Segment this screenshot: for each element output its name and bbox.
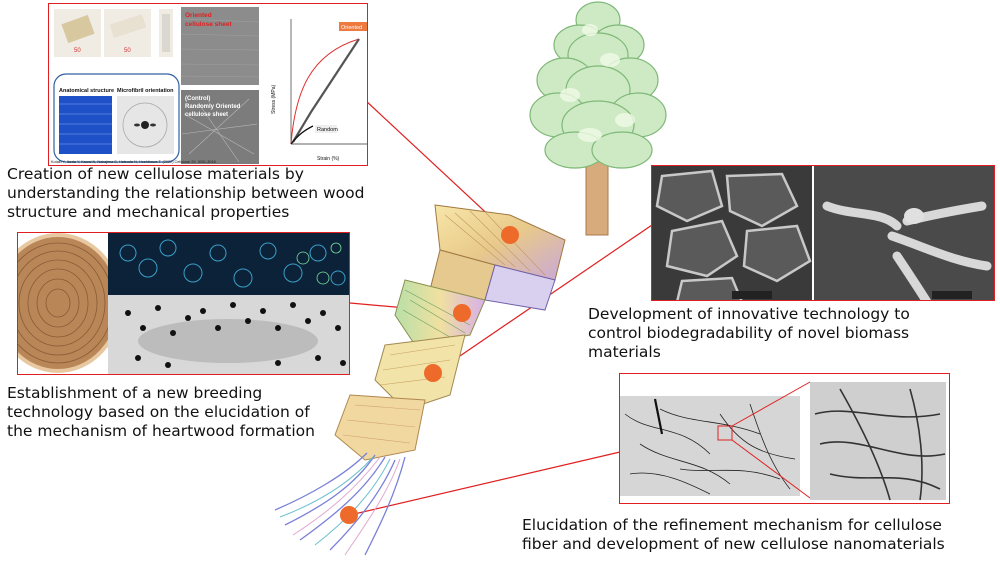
leader-line-nanomaterials [349,451,621,516]
marker-cell-wall [424,364,442,382]
label-anatomical: Anatomical structure [59,88,114,94]
citation: Kotaki Y, Ikeda Y, Kawai N, Nakajima S, … [51,160,217,164]
marker-fiber [340,506,358,524]
tree-illustration [529,1,667,236]
caption-biodegradability: Development of innovative technology to … [588,305,910,361]
label-oriented-sheet-2: cellulose sheet [185,21,232,28]
label-control-1: (Control) [185,96,210,102]
scale-text-2: 50 [124,48,131,54]
panel-nanomaterials [619,373,950,504]
caption-nanomaterials: Elucidation of the refinement mechanism … [522,516,945,553]
marker-heartwood [453,304,471,322]
graph-ylabel: Stress (MPa) [271,84,277,114]
panel-nanomaterials-figure [620,381,946,501]
label-control-2: Randomly Oriented [185,104,241,110]
graph-xlabel: Strain (%) [317,156,340,162]
graph-legend-random: Random [317,127,338,133]
panel-cellulose-figure: 50 50 Anatomical structure Microfibril o… [51,7,367,164]
caption-wood-structure: Creation of new cellulose materials by u… [7,165,365,221]
wood-hierarchy-diagram [274,204,566,556]
marker-wood-block [501,226,519,244]
label-microfibril: Microfibril orientation [117,88,174,94]
label-control-3: cellulose sheet [185,112,228,118]
panel-heartwood [17,232,350,375]
caption-heartwood: Establishment of a new breeding technolo… [7,384,315,440]
graph-legend-oriented: Oriented [341,25,362,31]
scale-text-1: 50 [74,48,81,54]
panel-biodegradability [651,165,995,301]
panel-heartwood-figure [18,233,349,374]
panel-cellulose-materials: 50 50 Anatomical structure Microfibril o… [48,3,368,166]
label-oriented-sheet-1: Oriented [185,12,212,19]
panel-biodegradability-figure [652,166,994,300]
